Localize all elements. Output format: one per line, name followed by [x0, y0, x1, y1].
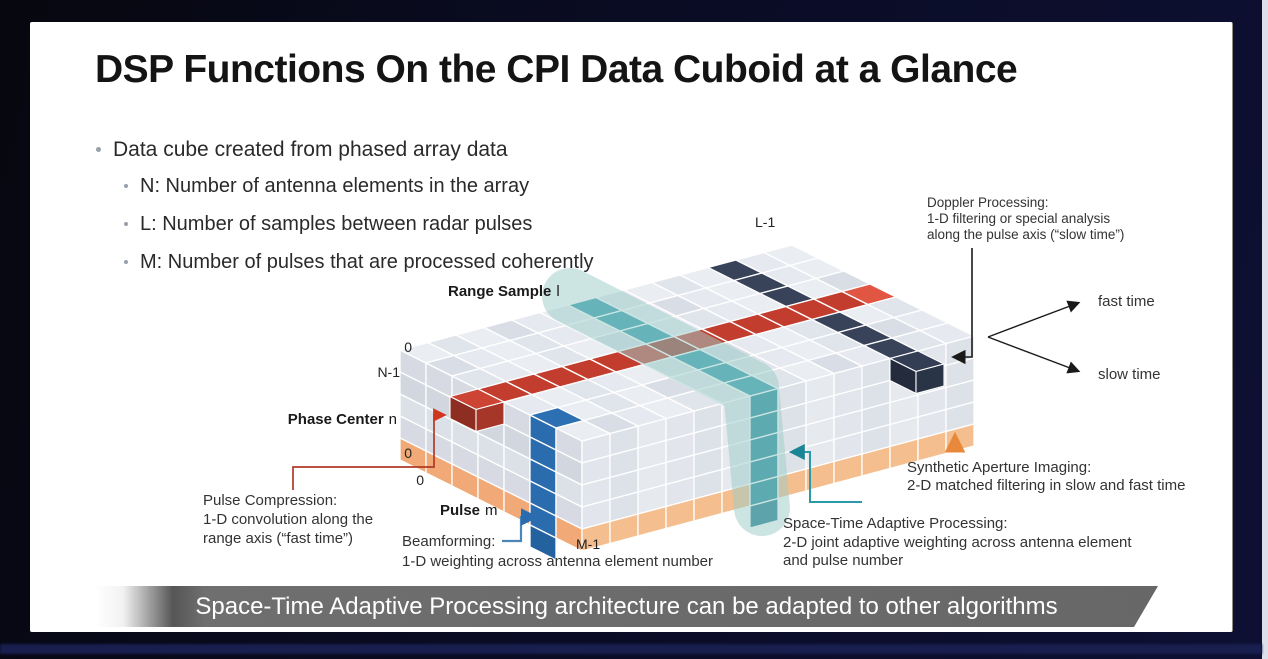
stap-annotation-line2: 2-D joint adaptive weighting across ante…: [783, 534, 1132, 551]
red-protrude-front: [475, 401, 505, 433]
doppler-annotation-line3: along the pulse axis (“slow time”): [927, 227, 1124, 242]
bullet-sub-n: N: Number of antenna elements in the arr…: [124, 175, 594, 198]
bullet-sub-m: M: Number of pulses that are processed c…: [124, 251, 594, 274]
label-m-max: M-1: [576, 536, 600, 552]
top-face-cell: [918, 322, 976, 345]
bullet-icon: [124, 184, 128, 188]
pulse-compression-annotation-line3: range axis (“fast time”): [203, 530, 353, 547]
bullet-icon: [96, 147, 101, 152]
beamforming-annotation-line1: Beamforming:: [402, 533, 495, 550]
beamforming-protrude-cell: [529, 523, 557, 562]
fast-time-arrow: [987, 300, 1081, 338]
bullet-icon: [124, 222, 128, 226]
bullet-list: Data cube created from phased array data…: [96, 138, 594, 289]
label-l-max: L-1: [755, 214, 775, 230]
synthetic-aperture-annotation-line1: Synthetic Aperture Imaging:: [907, 459, 1091, 476]
synthetic-aperture-annotation-line2: 2-D matched filtering in slow and fast t…: [907, 477, 1185, 494]
label-slow-time: slow time: [1098, 366, 1161, 383]
bottom-glow-band: [0, 644, 1262, 654]
beamforming-annotation-line2: 1-D weighting across antenna element num…: [402, 553, 713, 570]
label-phase-zero: 0: [404, 445, 412, 461]
bullet-main-text: Data cube created from phased array data: [113, 138, 508, 161]
stap-annotation-line3: and pulse number: [783, 552, 903, 569]
navy-protrude-front: [915, 363, 945, 395]
banner-text: Space-Time Adaptive Processing architect…: [195, 593, 1058, 620]
bullet-sub-m-text: M: Number of pulses that are processed c…: [140, 251, 594, 273]
bullet-icon: [124, 260, 128, 264]
label-range-zero: 0: [404, 339, 412, 355]
stap-annotation-line1: Space-Time Adaptive Processing:: [783, 515, 1008, 532]
beamforming-arrow: [502, 508, 539, 543]
bullet-sub-n-text: N: Number of antenna elements in the arr…: [140, 175, 530, 197]
pulse-compression-arrow: [292, 408, 447, 490]
doppler-annotation-line1: Doppler Processing:: [927, 195, 1049, 210]
bullet-sub-l: L: Number of samples between radar pulse…: [124, 213, 594, 236]
arrows: [292, 248, 1081, 543]
stap-arrow: [788, 444, 862, 503]
bottom-banner: Space-Time Adaptive Processing architect…: [95, 586, 1158, 627]
bullet-main: Data cube created from phased array data: [96, 138, 594, 162]
stap-highlight-blob: [542, 268, 790, 536]
label-pulse-zero: 0: [416, 472, 424, 488]
pulse-compression-annotation-line2: 1-D convolution along the: [203, 511, 373, 528]
bullet-sub-l-text: L: Number of samples between radar pulse…: [140, 213, 533, 235]
slide-title: DSP Functions On the CPI Data Cuboid at …: [95, 48, 1018, 91]
pulse-compression-annotation-line1: Pulse Compression:: [203, 492, 337, 509]
doppler-annotation-line2: 1-D filtering or special analysis: [927, 211, 1110, 226]
slow-time-arrow: [987, 336, 1081, 374]
label-fast-time: fast time: [1098, 293, 1155, 310]
doppler-arrow: [951, 248, 973, 365]
label-n-max: N-1: [377, 364, 400, 380]
screen-edge-strip: [1262, 0, 1268, 659]
